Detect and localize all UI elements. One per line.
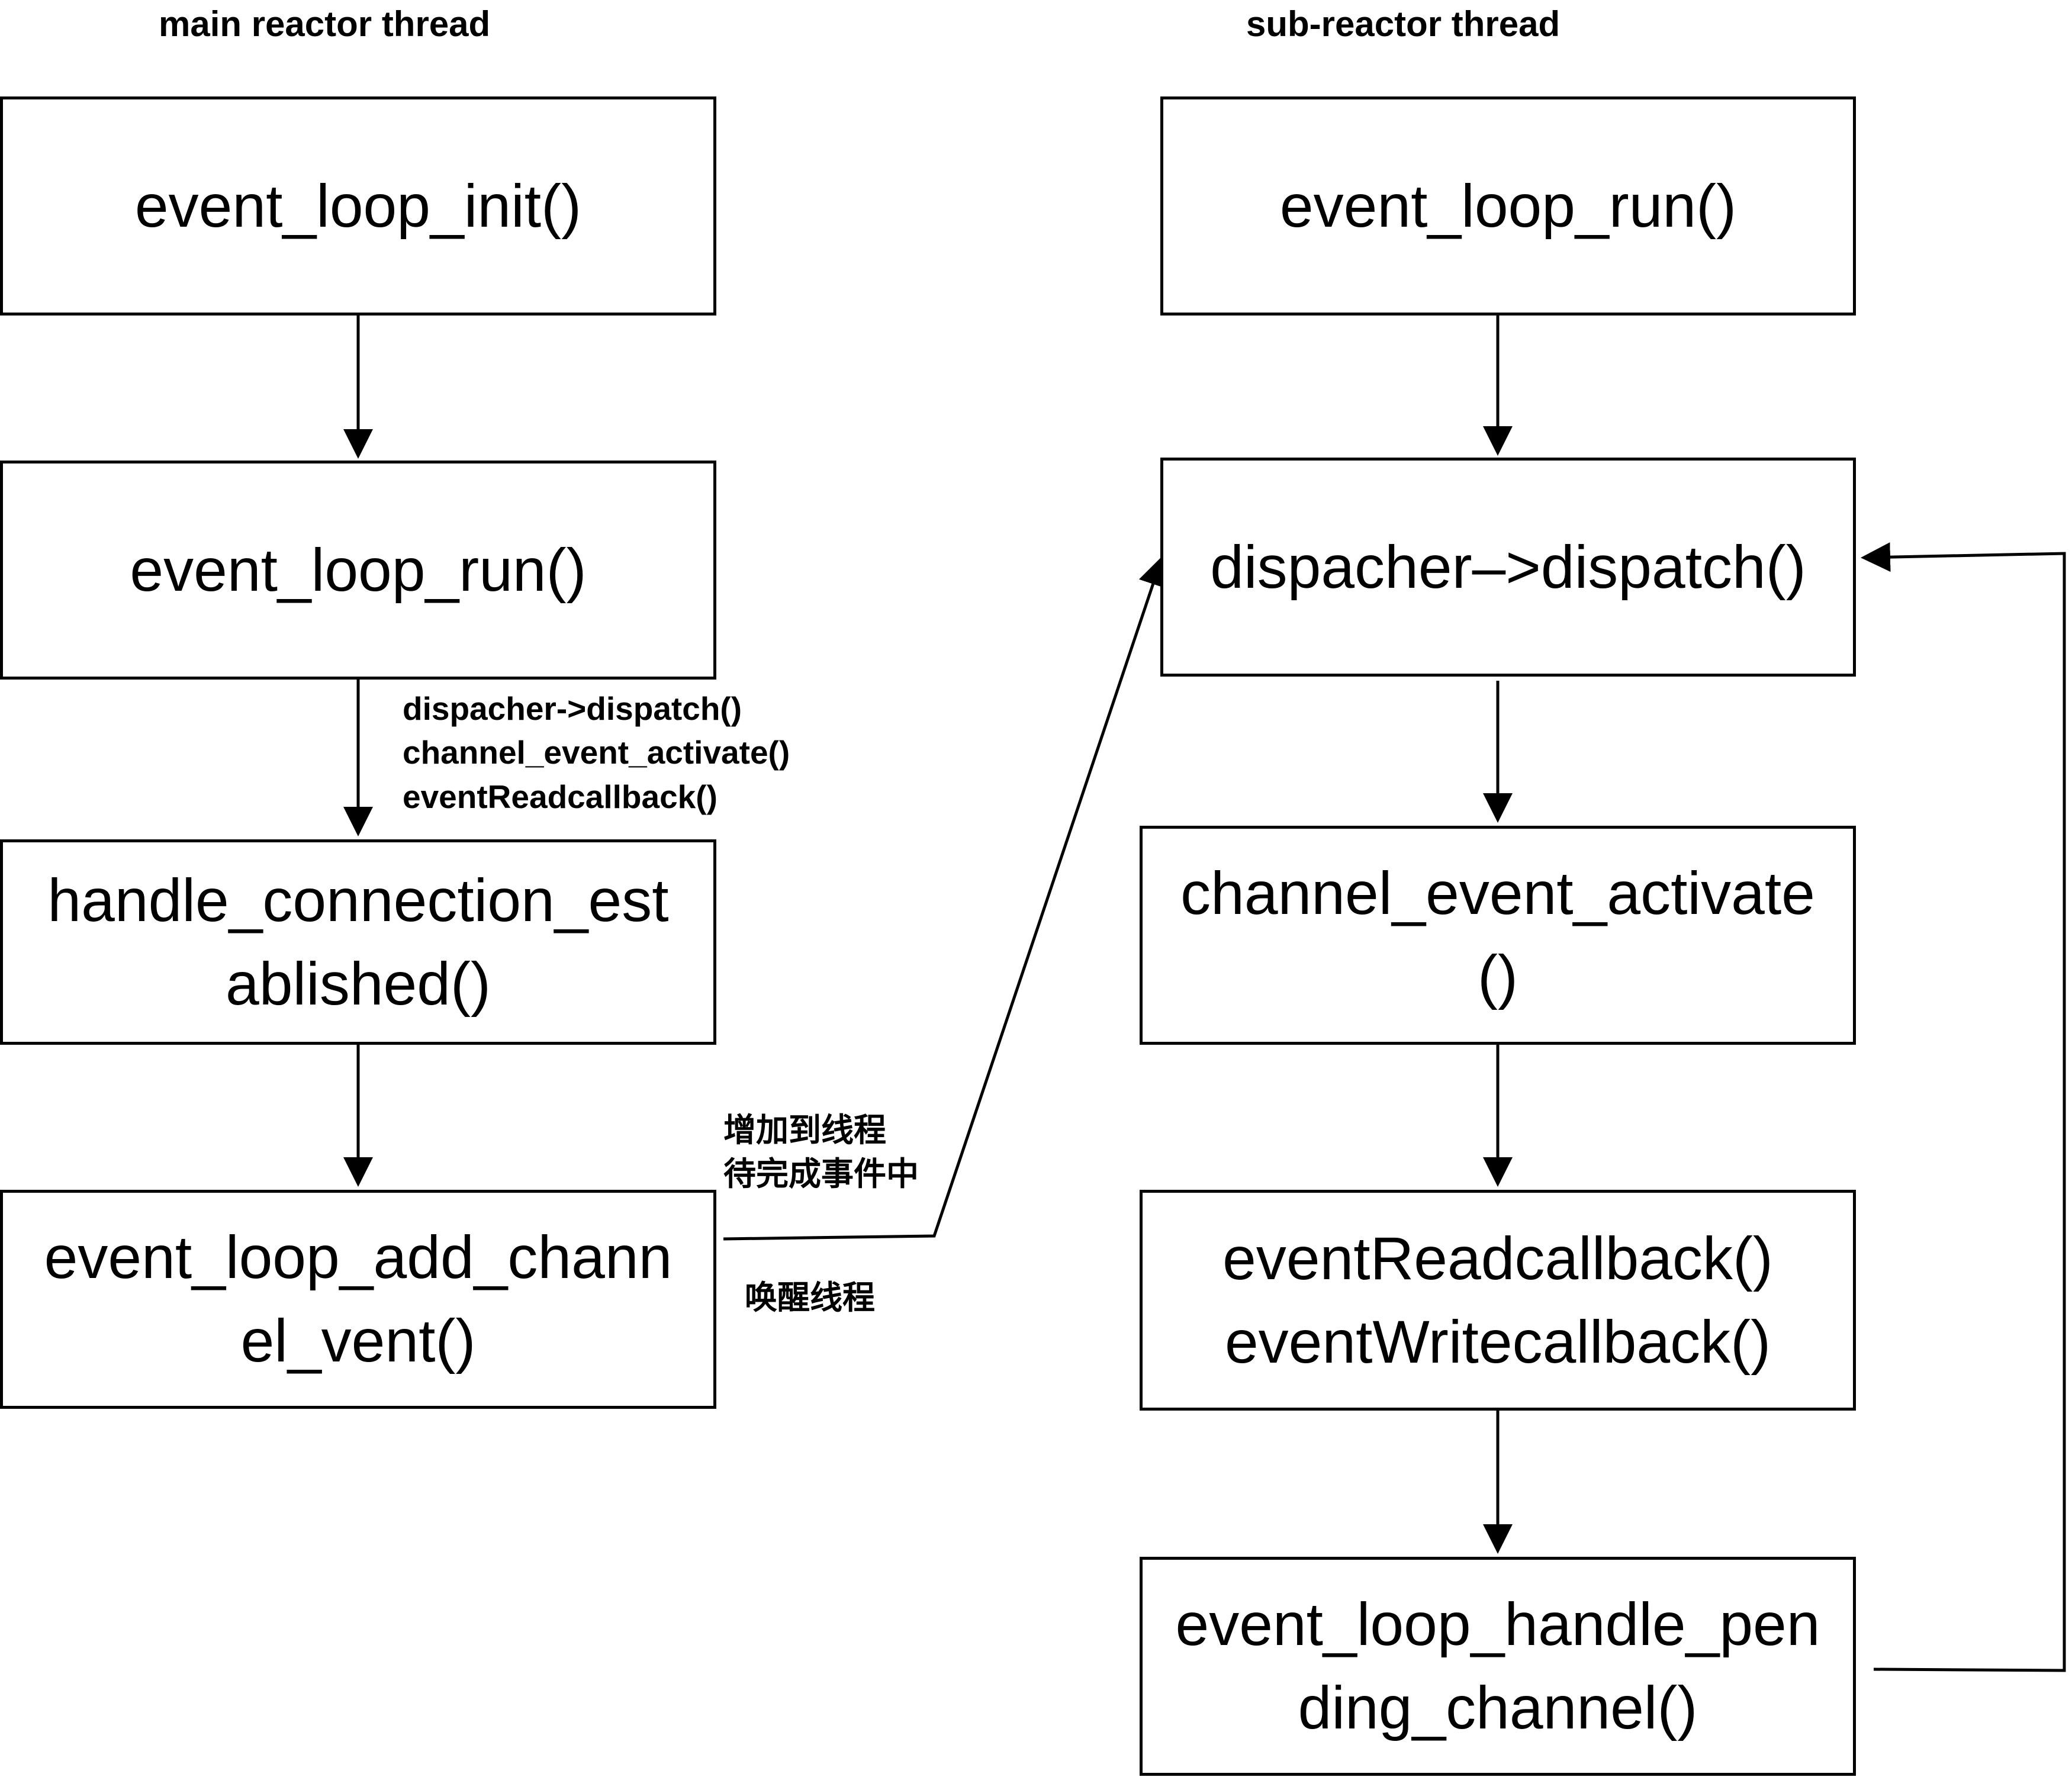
node-label: event_loop_add_chann el_vent() <box>44 1224 673 1374</box>
sub-node-callbacks: eventReadcallback() eventWritecallback() <box>1140 1190 1856 1411</box>
node-label: event_loop_run() <box>1279 172 1737 240</box>
add-to-thread-note: 增加到线程 待完成事件中 <box>723 1112 919 1193</box>
sub-node-handle-pending-channel: event_loop_handle_pen ding_channel() <box>1140 1557 1856 1776</box>
node-label: event_loop_handle_pen ding_channel() <box>1175 1591 1820 1741</box>
dispatch-chain-note: dispacher->dispatch() channel_event_acti… <box>403 690 790 815</box>
wake-thread-note: 唤醒线程 <box>745 1279 876 1316</box>
node-label: eventReadcallback() eventWritecallback() <box>1222 1224 1773 1376</box>
sub-node-dispatch: dispacher–>dispatch() <box>1160 458 1856 677</box>
sub-node-event-loop-run: event_loop_run() <box>1160 96 1856 316</box>
node-label: dispacher–>dispatch() <box>1210 533 1806 601</box>
sub-node-channel-event-activate: channel_event_activate () <box>1140 826 1856 1045</box>
node-label: handle_connection_est ablished() <box>47 866 669 1018</box>
main-node-add-channel-event: event_loop_add_chann el_vent() <box>0 1190 716 1409</box>
sub-reactor-header: sub-reactor thread <box>1246 4 1561 44</box>
node-label: event_loop_run() <box>130 536 587 604</box>
node-label: event_loop_init() <box>134 172 582 240</box>
main-node-handle-connection: handle_connection_est ablished() <box>0 839 716 1045</box>
arrow-add-to-dispatch <box>723 556 1167 1241</box>
arrow-loop-back <box>1861 542 2066 1672</box>
node-label: channel_event_activate () <box>1180 859 1815 1010</box>
main-node-event-loop-init: event_loop_init() <box>0 96 716 316</box>
main-reactor-header: main reactor thread <box>159 4 491 44</box>
main-node-event-loop-run: event_loop_run() <box>0 461 716 680</box>
